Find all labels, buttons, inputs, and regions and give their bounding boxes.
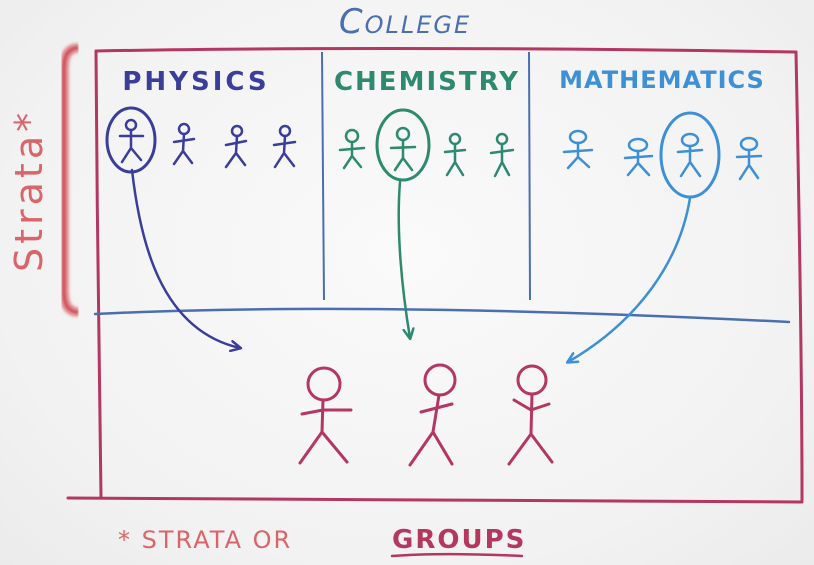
strata-sample-divider bbox=[93, 307, 791, 324]
stick-figure-chemistry-4 bbox=[489, 132, 515, 178]
strata-label: Strata* bbox=[7, 109, 51, 272]
stratum-chemistry: Chemistry bbox=[334, 67, 520, 182]
sample-person-1 bbox=[298, 366, 353, 465]
stratum-label-physics: Physics bbox=[122, 67, 269, 97]
stick-figure-chemistry-1 bbox=[338, 128, 366, 170]
stick-figure-math-selected bbox=[659, 111, 721, 199]
stick-figure-physics-2 bbox=[172, 122, 196, 166]
college-frame bbox=[66, 47, 804, 504]
stick-figure-math-2 bbox=[623, 137, 654, 177]
stratum-label-chemistry: Chemistry bbox=[334, 67, 520, 97]
stratum-mathematics: Mathematics bbox=[559, 66, 765, 199]
stratum-label-mathematics: Mathematics bbox=[559, 66, 765, 94]
footnote-prefix: * Strata or bbox=[118, 526, 292, 554]
stick-figure-physics-3 bbox=[224, 124, 248, 169]
diagram-title: College bbox=[339, 2, 471, 42]
sample-person-3 bbox=[507, 364, 554, 466]
arrow-mathematics-to-sample bbox=[568, 196, 692, 362]
arrow-physics-to-sample bbox=[130, 168, 240, 348]
stratum-physics: Physics bbox=[105, 67, 297, 174]
footnote-emphasis: Groups bbox=[392, 525, 526, 555]
sample-person-2 bbox=[408, 363, 457, 467]
stick-figure-physics-selected bbox=[105, 106, 157, 174]
footnote-underline bbox=[390, 552, 524, 558]
arrow-chemistry-to-sample bbox=[397, 180, 410, 338]
stick-figure-math-4 bbox=[735, 136, 763, 181]
stick-figure-physics-4 bbox=[272, 124, 297, 169]
stratum-divider-2 bbox=[528, 51, 531, 301]
stick-figure-math-1 bbox=[562, 129, 594, 170]
stick-figure-chemistry-selected bbox=[375, 108, 431, 182]
sample-group bbox=[298, 363, 554, 467]
strata-bracket bbox=[59, 43, 81, 317]
stratum-divider-1 bbox=[321, 51, 325, 301]
stick-figure-chemistry-3 bbox=[443, 132, 467, 177]
